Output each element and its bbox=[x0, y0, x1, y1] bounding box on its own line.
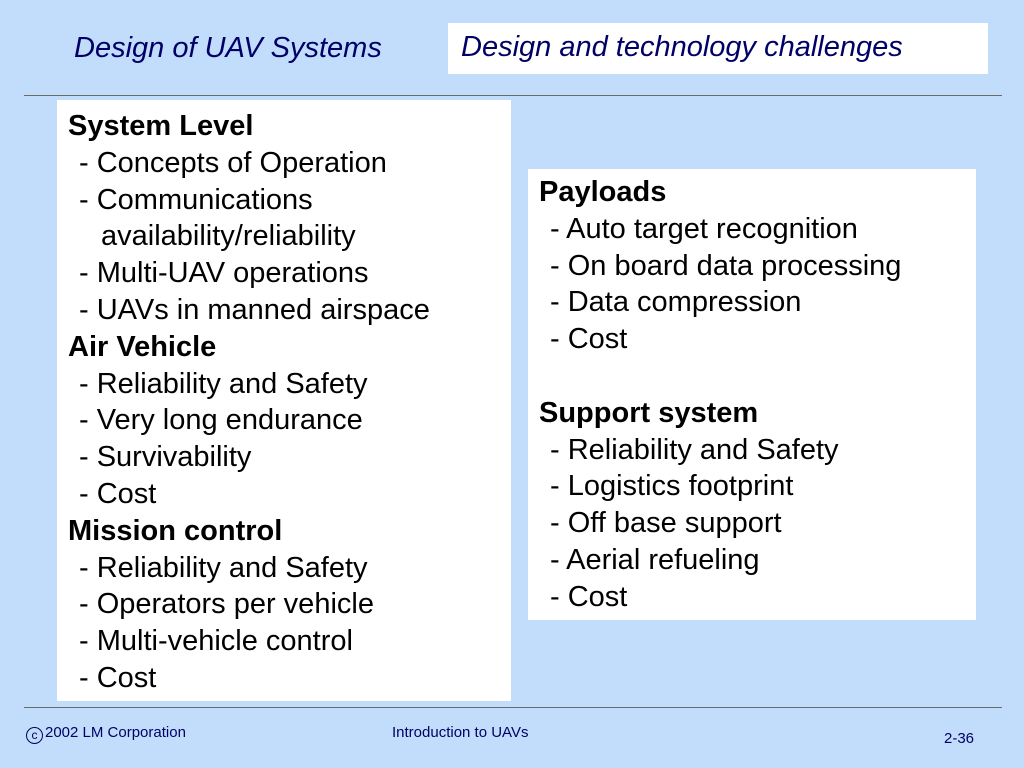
section-spacer bbox=[539, 358, 976, 395]
list-item: - Survivability bbox=[79, 441, 252, 474]
slide-subtitle: Design and technology challenges bbox=[448, 23, 988, 74]
list-item: - Reliability and Safety bbox=[550, 433, 839, 466]
section-heading-payloads: Payloads bbox=[539, 176, 667, 208]
list-item: - Aerial refueling bbox=[550, 543, 760, 576]
section-heading-system-level: System Level bbox=[68, 110, 254, 142]
list-item: - Communications bbox=[79, 183, 313, 216]
list-item: - Logistics footprint bbox=[550, 470, 794, 503]
list-item: - Multi-UAV operations bbox=[79, 257, 369, 290]
section-heading-mission-control: Mission control bbox=[68, 514, 283, 547]
list-item: - Concepts of Operation bbox=[79, 146, 387, 179]
list-item: - Multi-vehicle control bbox=[79, 625, 353, 658]
copyright-text: 2002 LM Corporation bbox=[45, 724, 186, 741]
footer-course-title: Introduction to UAVs bbox=[392, 724, 529, 741]
list-item: - UAVs in manned airspace bbox=[79, 293, 430, 326]
list-item: - Off base support bbox=[550, 507, 782, 540]
list-item: - Very long endurance bbox=[79, 404, 363, 437]
list-item: - Data compression bbox=[550, 286, 802, 319]
list-item: - Reliability and Safety bbox=[79, 367, 368, 400]
list-item: - Cost bbox=[550, 580, 628, 613]
slide-title: Design of UAV Systems bbox=[74, 32, 382, 64]
section-heading-air-vehicle: Air Vehicle bbox=[68, 330, 217, 363]
list-item: - Reliability and Safety bbox=[79, 551, 368, 584]
list-item: - Cost bbox=[550, 323, 628, 356]
page-number: 2-36 bbox=[944, 730, 975, 747]
bottom-divider bbox=[24, 707, 1002, 708]
left-content-panel: System Level - Concepts of Operation - C… bbox=[57, 100, 511, 701]
list-item: - Auto target recognition bbox=[550, 212, 858, 245]
list-item: - Operators per vehicle bbox=[79, 588, 374, 621]
list-item: - On board data processing bbox=[550, 249, 902, 282]
list-item: - Cost bbox=[79, 661, 157, 694]
right-content-panel: Payloads - Auto target recognition - On … bbox=[528, 169, 976, 620]
section-heading-support-system: Support system bbox=[539, 396, 759, 429]
list-item: - Cost bbox=[79, 477, 157, 510]
top-divider bbox=[24, 95, 1002, 96]
copyright-icon: c bbox=[26, 727, 43, 744]
list-item-continuation: availability/reliability bbox=[101, 220, 356, 253]
